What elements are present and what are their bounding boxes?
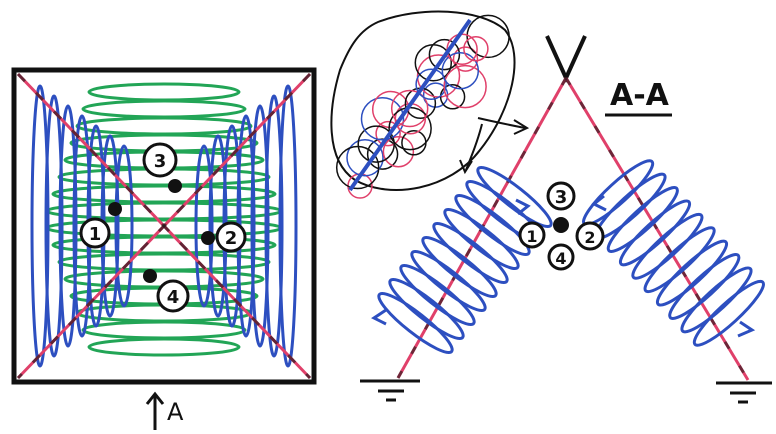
coil-turn-left xyxy=(399,263,476,327)
green-winding xyxy=(45,82,283,357)
coil-arrow-top-right xyxy=(591,194,607,212)
plan-label-3: 3 xyxy=(142,142,178,178)
inset-loop xyxy=(466,14,510,59)
section-label: A-A xyxy=(610,78,670,113)
svg-text:3: 3 xyxy=(154,151,167,172)
inset-loop xyxy=(443,64,487,109)
ground-symbol-right xyxy=(716,381,772,404)
svg-text:4: 4 xyxy=(555,249,566,268)
view-arrow: A xyxy=(145,391,184,430)
coil-turn-right xyxy=(655,239,729,307)
green-loop xyxy=(81,99,247,119)
inset-scribble xyxy=(335,14,510,199)
svg-text:2: 2 xyxy=(225,228,238,249)
coil-turn-right xyxy=(606,186,679,253)
section-label-4: 4 xyxy=(547,243,575,271)
view-arrow-label: A xyxy=(167,398,184,426)
inset-loop xyxy=(375,120,401,147)
coil-turn-right xyxy=(680,266,753,334)
coil-turn-left xyxy=(432,221,509,285)
blue-winding xyxy=(30,84,298,368)
ground-symbol-left xyxy=(360,379,420,402)
terminal-dot-4 xyxy=(143,269,157,283)
coil-turn-right xyxy=(618,199,692,267)
inset-leader-1-head xyxy=(513,119,530,135)
plan-frame xyxy=(11,67,317,385)
terminal-dot-2 xyxy=(201,231,215,245)
svg-text:4: 4 xyxy=(167,287,180,308)
blue-loop-right xyxy=(278,84,298,368)
inset-loop xyxy=(357,125,395,163)
inset-leader-1 xyxy=(477,117,526,129)
terminal-dot-3 xyxy=(168,179,182,193)
coil-arrow-left xyxy=(371,308,387,326)
coil-turn-left xyxy=(388,277,465,341)
inset-loop xyxy=(463,35,489,62)
green-loop xyxy=(87,337,241,357)
center-dot xyxy=(553,217,569,233)
blue-coil-left xyxy=(377,165,553,355)
coil-turn-left xyxy=(377,291,454,355)
svg-text:3: 3 xyxy=(555,187,568,208)
plan-view: 1 2 3 4 A xyxy=(11,67,317,430)
inset-outline xyxy=(330,10,516,191)
diagonal-dash-2 xyxy=(16,72,312,380)
section-label-2: 2 xyxy=(575,221,605,251)
inset-loop xyxy=(441,51,480,90)
coil-turn-right xyxy=(643,226,716,294)
coil-turn-left xyxy=(454,193,531,257)
plan-label-4: 4 xyxy=(156,279,190,313)
inset-loop xyxy=(346,139,384,177)
blue-loop-left xyxy=(30,84,50,368)
coil-turn-right xyxy=(692,279,765,347)
inset-loop xyxy=(428,38,461,71)
blue-loop-right xyxy=(194,144,214,308)
section-label-3: 3 xyxy=(546,181,576,211)
leg-dash-right xyxy=(564,77,750,381)
green-loop xyxy=(87,82,241,102)
inset-loop xyxy=(415,68,447,101)
inset-loop xyxy=(360,97,405,141)
inset-loop xyxy=(452,46,479,72)
section-label-1: 1 xyxy=(518,221,546,249)
section-view: A-A 3 1 2 4 xyxy=(360,35,772,404)
apex-fork xyxy=(545,35,587,83)
blue-loop-left xyxy=(58,104,78,348)
blue-coil-right xyxy=(582,159,765,347)
plan-label-1: 1 xyxy=(79,217,111,249)
inset-leader-2-head xyxy=(459,159,473,175)
blue-loop-right xyxy=(250,104,270,348)
coil-turn-left xyxy=(421,235,498,299)
terminal-dot-1 xyxy=(108,202,122,216)
coil-arrow-right xyxy=(737,320,756,338)
coil-turn-left xyxy=(443,207,520,271)
coil-turn-left xyxy=(410,249,487,313)
blue-loop-right xyxy=(264,94,284,358)
inset-loop xyxy=(382,135,415,168)
green-loop xyxy=(75,116,253,136)
green-loop xyxy=(81,320,247,340)
green-loop xyxy=(45,201,283,221)
green-loop xyxy=(51,184,277,204)
svg-text:2: 2 xyxy=(584,228,595,247)
inset-loop xyxy=(390,89,429,128)
plan-label-2: 2 xyxy=(215,221,247,253)
inset-detail xyxy=(330,10,530,199)
svg-text:1: 1 xyxy=(89,224,102,245)
blue-loop-left xyxy=(44,94,64,358)
inset-blue-axis xyxy=(348,18,472,192)
coil-turn-right xyxy=(668,253,741,320)
svg-text:1: 1 xyxy=(526,227,537,246)
coil-turn-right xyxy=(631,212,704,280)
coil-turn-left xyxy=(476,165,553,229)
coil-arrow-top-left xyxy=(515,198,531,216)
blue-loop-left xyxy=(114,144,134,308)
